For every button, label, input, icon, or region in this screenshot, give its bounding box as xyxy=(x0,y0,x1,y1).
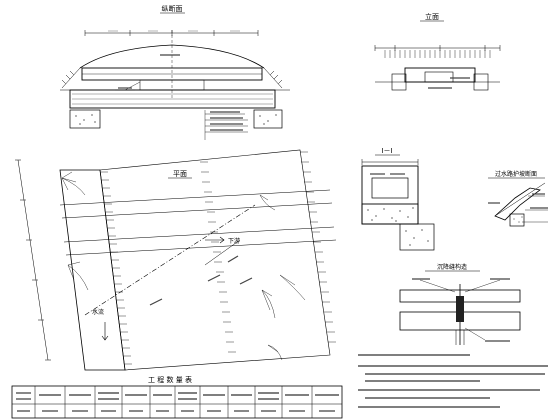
joint-detail-title: 沉降缝构造 xyxy=(437,263,467,271)
plan-title: 平面 xyxy=(173,170,187,178)
slope-leaders xyxy=(522,193,548,223)
elevation-view: 立面 xyxy=(374,12,501,91)
elevation-culvert-body xyxy=(404,67,476,83)
layer-callouts xyxy=(204,110,248,140)
quantities-table-column-lines xyxy=(34,386,313,418)
slope-stipple xyxy=(513,216,523,223)
joint-leaders xyxy=(412,278,510,342)
elevation-ground-ticks xyxy=(384,50,491,58)
section-dimension-line xyxy=(361,159,419,165)
slope-protection-profile xyxy=(494,187,541,221)
joint-filler xyxy=(456,296,464,322)
plan-culvert-outline xyxy=(59,169,126,371)
embankment-slope-left xyxy=(61,67,81,89)
bottom-slab-hatching xyxy=(72,93,273,105)
plan-rebar-strip-3 xyxy=(300,151,336,343)
slope-toe-block xyxy=(509,213,525,227)
elevation-wingwall-right xyxy=(473,73,489,91)
notes-lines xyxy=(358,354,548,408)
section-1-1-view: I－I xyxy=(361,147,435,251)
notes-block xyxy=(358,354,548,408)
plan-rebar-strip-1 xyxy=(100,171,132,365)
section-foundation-pad xyxy=(399,223,435,251)
quantities-table: 工 程 数 量 表 xyxy=(11,375,343,419)
quantities-table-cells xyxy=(16,392,339,412)
section-base-slab xyxy=(361,203,419,225)
longitudinal-section-view: 纵断面 xyxy=(60,4,290,140)
plan-road-lines xyxy=(59,189,337,256)
section-base-stipple xyxy=(367,207,414,222)
section-outer-box xyxy=(361,165,419,225)
elevation-wingwall-left xyxy=(391,73,407,91)
plan-downstream-arrow xyxy=(205,236,225,244)
elevation-dimension-line xyxy=(374,45,501,51)
plan-culvert-axis xyxy=(84,204,256,316)
embankment-slope-right xyxy=(263,67,283,89)
plan-flow-label: 水流 xyxy=(92,308,104,316)
slope-protection-title: 过水路护坡断面 xyxy=(495,170,537,178)
foundation-right xyxy=(253,109,283,129)
plan-roadway-band xyxy=(99,149,331,371)
elevation-culvert-opening xyxy=(424,71,454,83)
quantities-table-title: 工 程 数 量 表 xyxy=(148,375,192,384)
elevation-title: 立面 xyxy=(425,12,439,21)
plan-rebar-strip-2 xyxy=(200,161,236,353)
quantities-table-frame xyxy=(11,385,343,419)
plan-left-dimension-chain xyxy=(15,159,51,361)
plan-view: 平面 xyxy=(15,149,337,371)
plan-wingwall-fans xyxy=(61,171,306,361)
plan-dimension-marks xyxy=(149,255,253,306)
section-1-1-title: I－I xyxy=(381,147,392,155)
plan-flow-arrow xyxy=(101,322,109,341)
top-dimension-line xyxy=(84,30,259,36)
joint-detail-view: 沉降缝构造 xyxy=(399,263,521,345)
plan-downstream-label: 下游 xyxy=(228,237,240,245)
plan-flow-arrow-line xyxy=(204,239,241,266)
section-pad-stipple xyxy=(405,229,429,246)
foundation-left xyxy=(69,109,101,129)
section-inner-opening xyxy=(371,177,409,199)
foundation-stipple xyxy=(75,114,277,125)
slope-protection-section-view: 过水路护坡断面 xyxy=(488,170,548,227)
pipe-callout xyxy=(115,81,141,91)
longitudinal-section-title: 纵断面 xyxy=(162,4,183,13)
